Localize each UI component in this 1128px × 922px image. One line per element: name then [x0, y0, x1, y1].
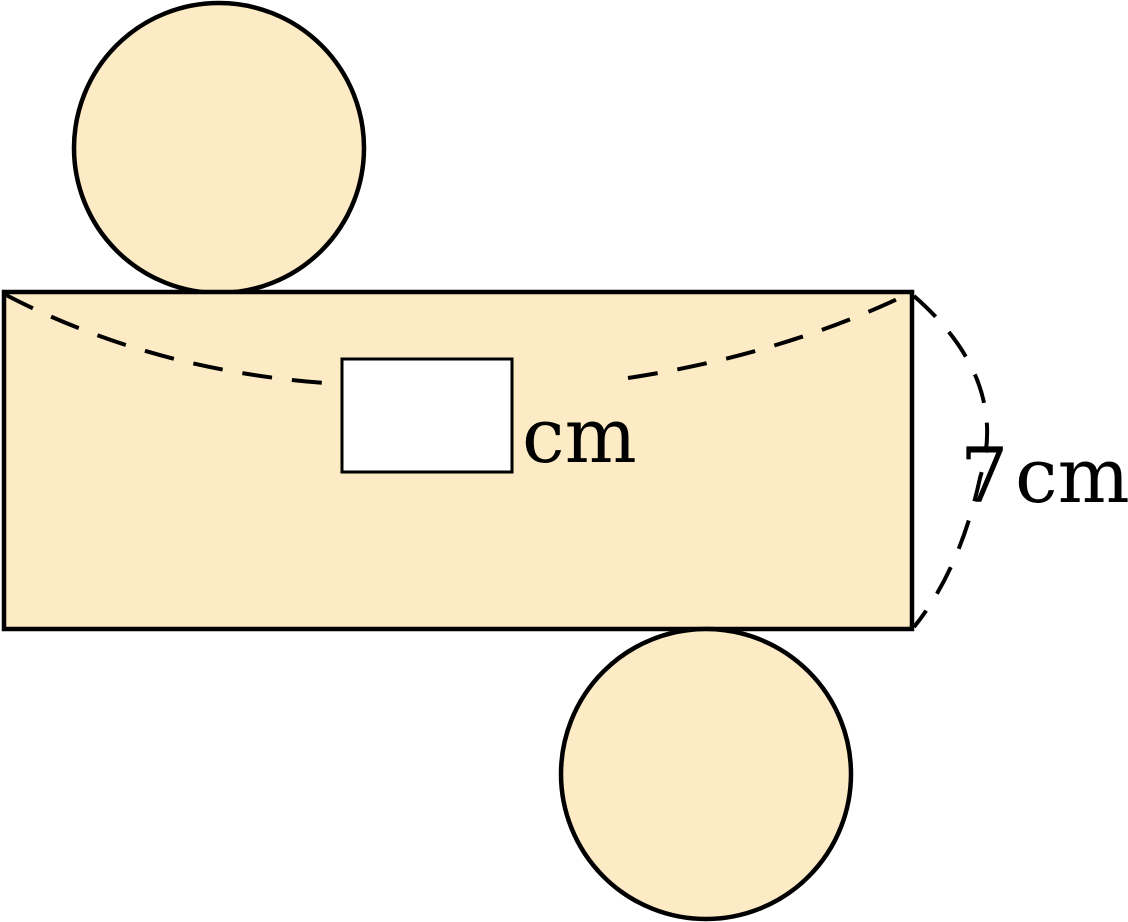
answer-box[interactable]: [340, 357, 514, 474]
top-circle-base: [71, 0, 367, 296]
bottom-circle-base: [558, 626, 854, 922]
height-unit-label: cm: [1015, 431, 1128, 520]
height-dashed-arc: [912, 294, 990, 629]
circumference-dashed-arc: [5, 293, 326, 385]
unknown-length-unit-label: cm: [522, 391, 637, 480]
circumference-dashed-arc-right: [627, 293, 907, 380]
height-value-label: 7: [960, 431, 1008, 520]
